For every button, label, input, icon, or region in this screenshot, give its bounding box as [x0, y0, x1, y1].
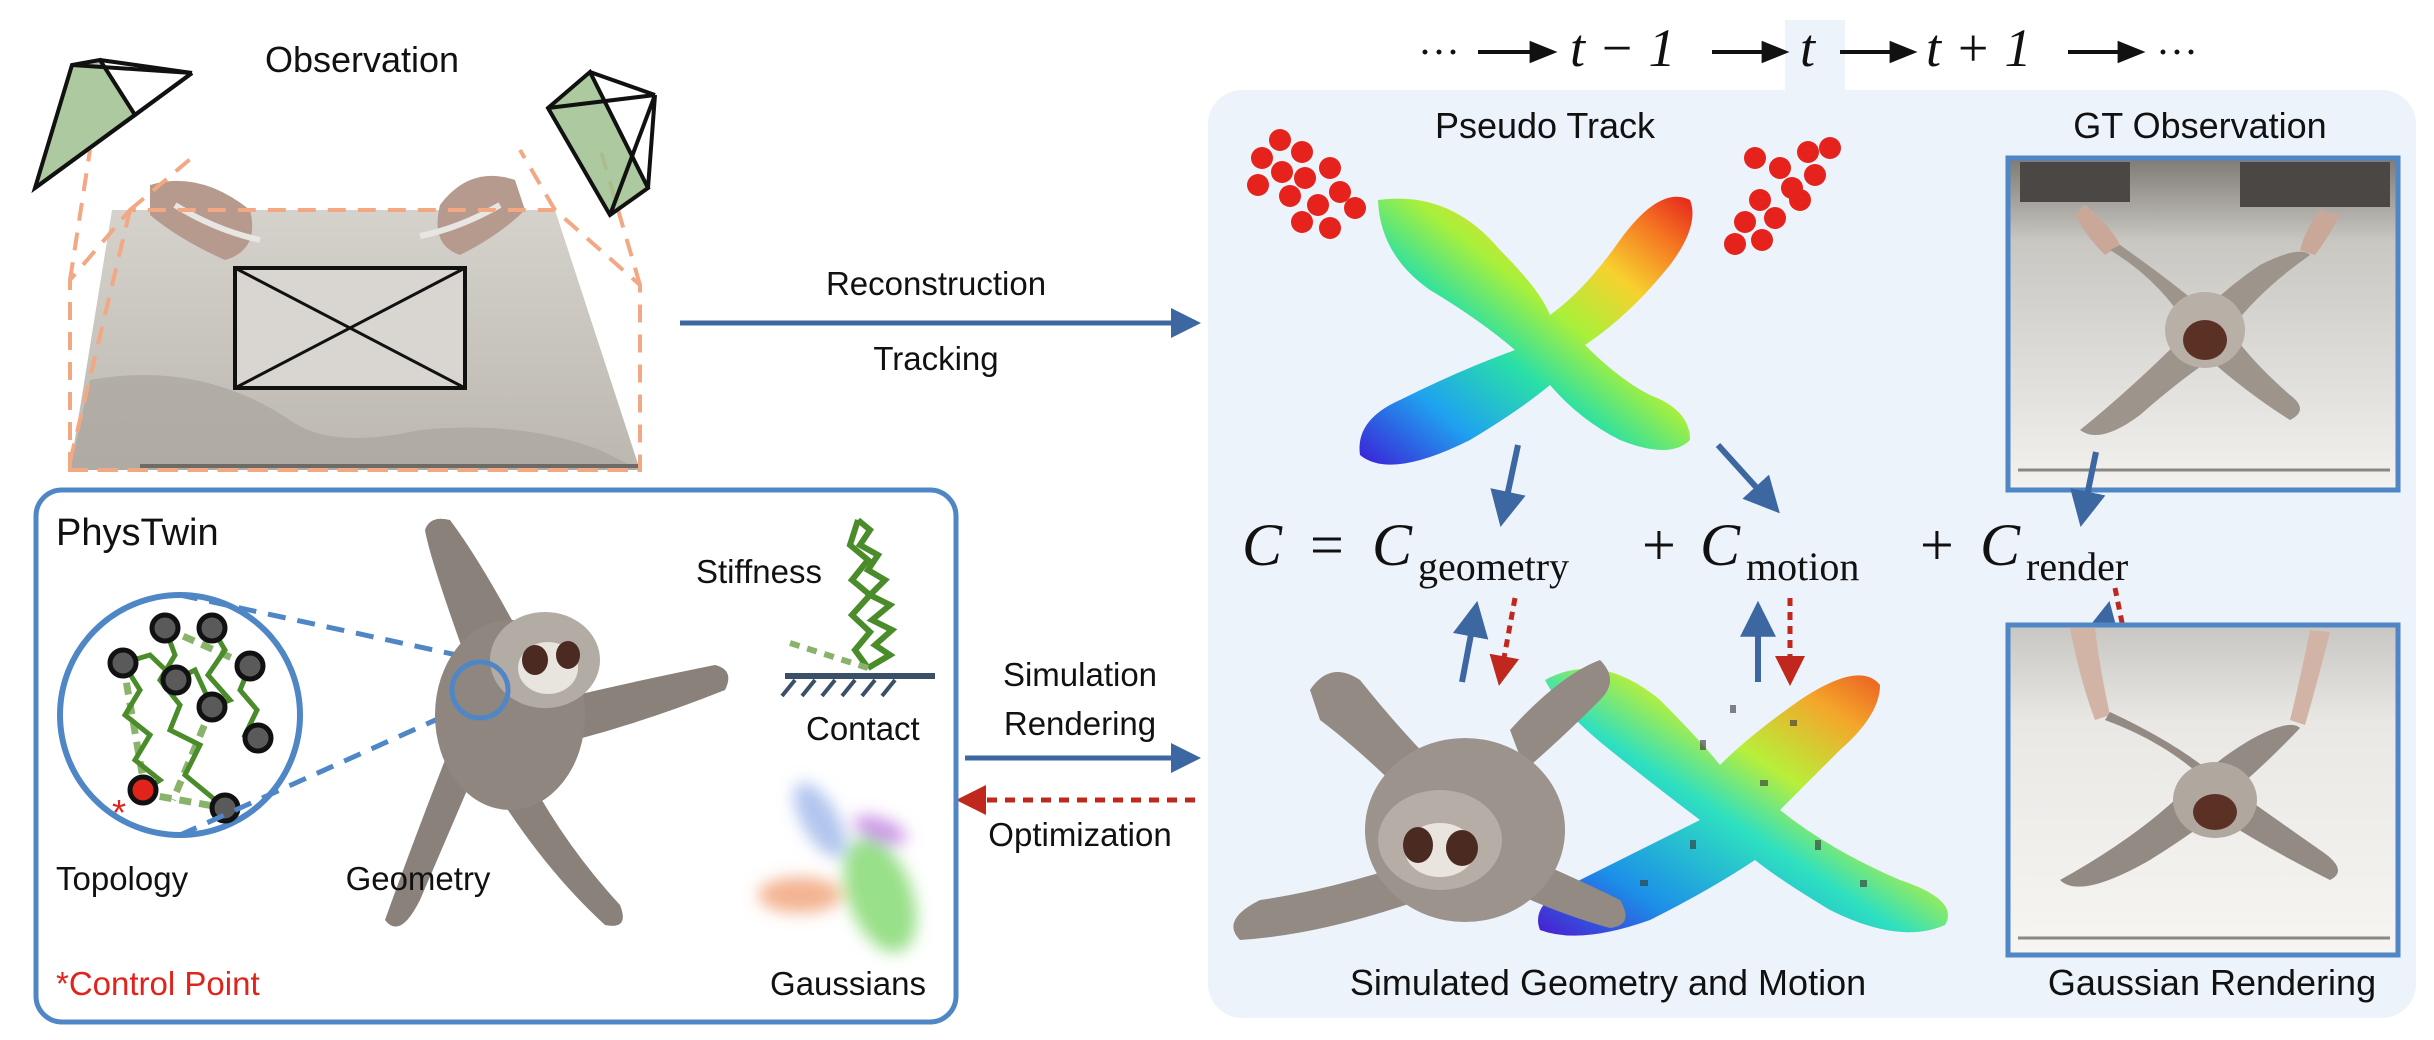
geometry-zoom-circle	[449, 659, 511, 721]
observation-title: Observation	[265, 39, 459, 80]
simulated-geometry-sloth	[1233, 660, 1626, 940]
timeline: ··· t − 1 t t + 1 ···	[1418, 18, 2198, 90]
observation-frustum	[66, 147, 642, 472]
right-panel: Pseudo Track GT Observation	[1208, 90, 2416, 1018]
gaussians-icon	[758, 782, 917, 953]
gaussians-label: Gaussians	[770, 965, 926, 1002]
right-camera-icon	[545, 68, 657, 218]
timeline-t: t	[1800, 18, 1817, 78]
pseudo-track-label: Pseudo Track	[1435, 105, 1656, 146]
gt-to-render-arrow	[2070, 451, 2106, 528]
control-point-star: *	[112, 792, 126, 833]
simulation-label: Simulation	[1003, 656, 1157, 693]
timeline-right-dots: ···	[2156, 30, 2198, 76]
equation-c-render: C	[1980, 512, 2021, 578]
zoom-line-top	[179, 592, 481, 663]
equation-c-geometry: C	[1372, 512, 1413, 578]
gaussian-rendering-label: Gaussian Rendering	[2048, 962, 2376, 1003]
timeline-highlight	[1785, 20, 1845, 90]
timeline-t-plus-1: t + 1	[1926, 18, 2031, 78]
pseudo-track-right-points	[1724, 137, 1841, 255]
sloth-geometry	[385, 518, 729, 927]
timeline-left-dots: ···	[1418, 30, 1460, 76]
phystwin-panel: PhysTwin	[33, 487, 959, 1025]
topology-nodes	[107, 612, 274, 824]
gt-observation-label: GT Observation	[2073, 105, 2326, 146]
stiffness-spring-icon	[846, 517, 898, 671]
simulated-motion-x-shape	[1538, 668, 1948, 936]
camera-line	[234, 266, 466, 390]
rendering-label: Rendering	[1004, 705, 1156, 742]
equation-lhs: C	[1242, 512, 1283, 578]
observation-section: Observation	[31, 39, 657, 472]
pseudo-track-x-shape	[1359, 196, 1693, 465]
zoom-line-bottom	[178, 697, 482, 838]
equation-equals: =	[1310, 512, 1344, 578]
flow-arrows: Reconstruction Tracking Simulation Rende…	[680, 265, 1201, 853]
gaussian-rendering-image	[2005, 622, 2401, 958]
geometry-label: Geometry	[346, 860, 491, 897]
equation-plus: +	[1642, 512, 1676, 578]
equation-render-subscript: render	[2026, 544, 2128, 589]
sim-geometry-up-arrow	[1452, 600, 1489, 683]
timeline-t-minus-1: t − 1	[1570, 18, 1675, 78]
simulated-geometry-motion-label: Simulated Geometry and Motion	[1350, 962, 1866, 1003]
contact-spring-icon	[789, 640, 869, 671]
tracking-label: Tracking	[873, 340, 998, 377]
pseudo-track-left-points	[1247, 129, 1366, 239]
stiffness-label: Stiffness	[696, 553, 822, 590]
pseudo-track-to-motion-arrow	[1715, 442, 1780, 514]
reconstruction-label: Reconstruction	[826, 265, 1046, 302]
equation-plus: +	[1920, 512, 1954, 578]
scene-texture	[70, 375, 640, 470]
pseudo-track-to-geometry-arrow	[1490, 444, 1526, 528]
control-point-node	[127, 774, 159, 806]
contact-label: Contact	[806, 710, 920, 747]
loss-equation: C = C geometry + C motion + C render	[1242, 512, 2128, 589]
contact-ground-icon	[780, 673, 935, 698]
optimization-label: Optimization	[988, 816, 1171, 853]
topology-label: Topology	[56, 860, 189, 897]
phystwin-title: PhysTwin	[56, 512, 219, 554]
simulated-motion-pointcloud	[1538, 668, 1948, 936]
equation-c-motion: C	[1700, 512, 1741, 578]
gt-observation-image	[2005, 155, 2401, 493]
left-camera-icon	[31, 57, 194, 194]
equation-motion-subscript: motion	[1746, 544, 1859, 589]
pseudo-track-pointcloud	[1247, 129, 1841, 465]
control-point-label: *Control Point	[56, 965, 260, 1002]
equation-geometry-subscript: geometry	[1418, 544, 1569, 589]
